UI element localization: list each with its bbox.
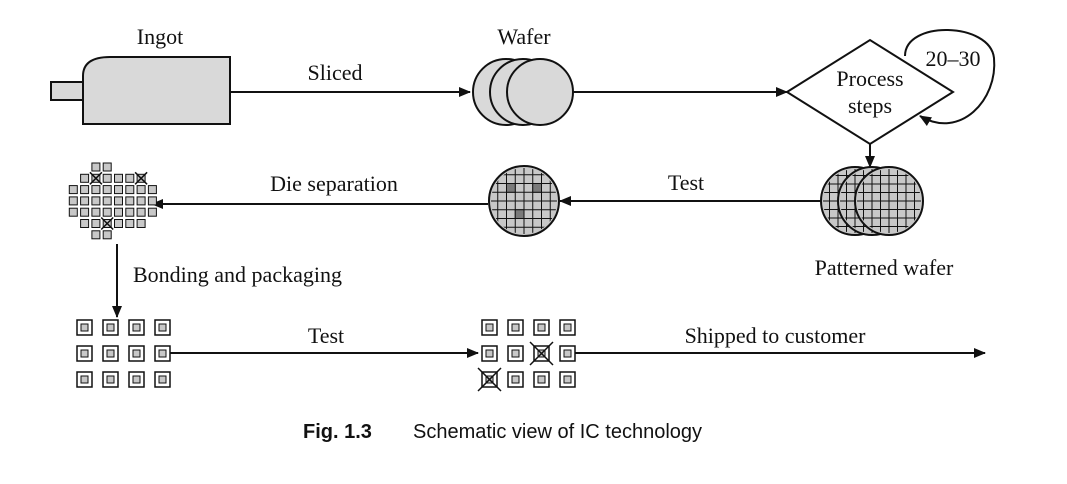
process-steps-label-1: Process xyxy=(836,66,903,91)
die xyxy=(114,219,123,228)
packaged-chip xyxy=(559,319,576,336)
bonding-packaging-label: Bonding and packaging xyxy=(133,262,342,287)
ingot-shape xyxy=(50,56,231,125)
tested-chips xyxy=(477,319,576,392)
packaged-chip xyxy=(559,345,576,362)
ingot-label: Ingot xyxy=(137,24,183,49)
die xyxy=(91,162,101,172)
packaged-chip xyxy=(481,319,498,336)
die xyxy=(102,196,112,206)
die xyxy=(125,185,135,195)
die xyxy=(102,207,112,217)
packaged-chip xyxy=(76,319,93,336)
die xyxy=(80,207,90,217)
packaged-chip xyxy=(154,371,171,388)
separated-dies xyxy=(68,162,157,240)
process-steps-label-2: steps xyxy=(848,93,892,118)
tested-wafer xyxy=(488,165,560,237)
packaged-chip xyxy=(477,367,502,392)
die xyxy=(91,230,101,240)
packaged-chip xyxy=(76,371,93,388)
die xyxy=(136,185,146,195)
test-label-1: Test xyxy=(668,170,704,195)
die xyxy=(100,216,114,231)
die xyxy=(102,173,112,183)
packaged-chip xyxy=(128,345,145,362)
packaged-chip xyxy=(507,371,524,388)
die xyxy=(91,196,101,206)
die xyxy=(80,173,90,183)
die xyxy=(91,185,101,195)
die xyxy=(102,185,112,195)
wafer-stack xyxy=(472,58,574,126)
die xyxy=(147,185,157,195)
die xyxy=(147,196,157,206)
die xyxy=(102,230,112,240)
test-label-2: Test xyxy=(308,323,344,348)
die xyxy=(136,219,146,228)
packaged-chip xyxy=(533,319,550,336)
figure-number: Fig. 1.3 xyxy=(303,421,372,443)
die xyxy=(68,196,78,206)
die xyxy=(80,185,90,195)
packaged-chip xyxy=(154,319,171,336)
loop-count-label: 20–30 xyxy=(926,46,981,71)
die xyxy=(91,207,101,217)
die xyxy=(68,185,78,195)
packaged-chip xyxy=(128,319,145,336)
packaged-chip xyxy=(533,371,550,388)
die xyxy=(125,196,135,206)
die xyxy=(147,207,157,217)
sliced-label: Sliced xyxy=(308,60,363,85)
figure-caption: Schematic view of IC technology xyxy=(413,421,702,443)
grid-wafer xyxy=(488,165,560,237)
packaged-chip xyxy=(102,371,119,388)
packaged-chip xyxy=(559,371,576,388)
die xyxy=(134,171,148,185)
packaged-chip xyxy=(507,319,524,336)
die xyxy=(68,207,78,217)
die xyxy=(136,207,146,217)
die xyxy=(125,207,135,217)
die xyxy=(125,173,135,183)
die xyxy=(91,219,101,228)
die xyxy=(114,196,123,206)
packaged-chip xyxy=(102,345,119,362)
packaged-chip xyxy=(507,345,524,362)
die xyxy=(89,171,103,185)
packaged-chip xyxy=(529,341,554,366)
packaged-chip xyxy=(481,345,498,362)
loop-arrow xyxy=(904,29,996,126)
die xyxy=(102,162,112,172)
packaged-chips xyxy=(76,319,171,388)
die xyxy=(114,207,123,217)
die xyxy=(80,196,90,206)
packaged-chip xyxy=(128,371,145,388)
die xyxy=(136,196,146,206)
wafer-label: Wafer xyxy=(497,24,551,49)
packaged-chip xyxy=(76,345,93,362)
die xyxy=(114,173,123,183)
packaged-chip xyxy=(102,319,119,336)
die xyxy=(114,185,123,195)
die-separation-label: Die separation xyxy=(270,171,398,196)
grid-wafer xyxy=(854,166,924,236)
patterned-wafer-label: Patterned wafer xyxy=(815,255,954,280)
packaged-chip xyxy=(154,345,171,362)
process-steps-diamond xyxy=(785,38,955,146)
shipped-label: Shipped to customer xyxy=(685,323,867,348)
die xyxy=(80,219,90,228)
patterned-wafer-stack xyxy=(820,166,924,236)
die xyxy=(125,219,135,228)
